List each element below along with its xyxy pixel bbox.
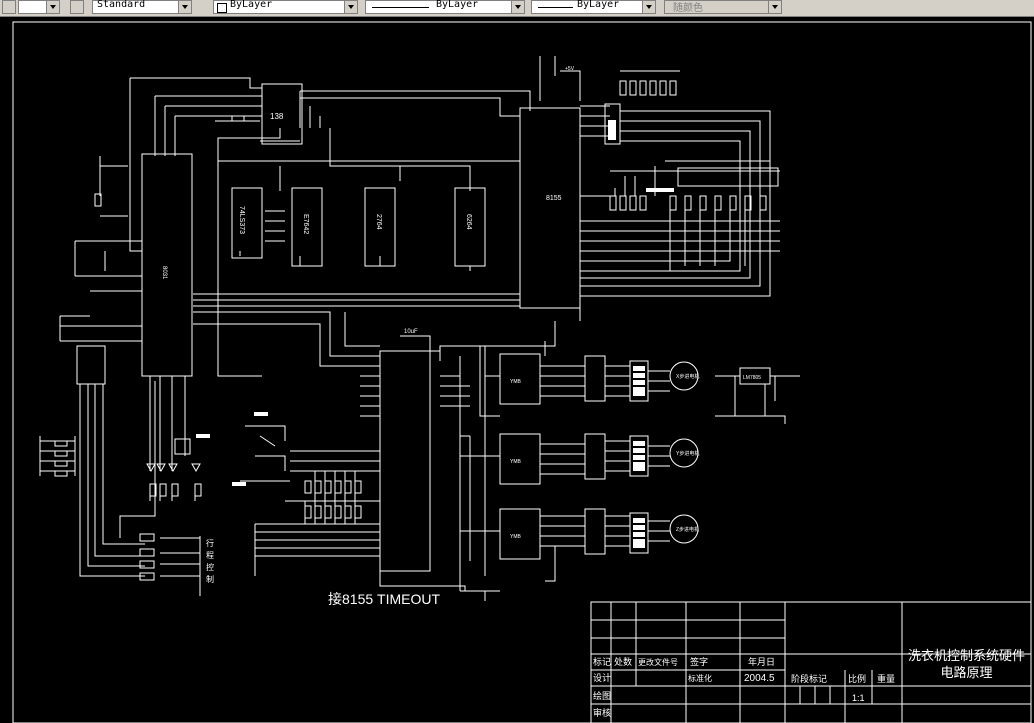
- wires: [39, 56, 800, 601]
- lineweight-preview: [538, 7, 573, 8]
- text-style-dropdown[interactable]: Standard: [92, 0, 192, 14]
- timeout-label: 接8155 TIMEOUT: [328, 591, 440, 607]
- label-8155: 8155: [546, 195, 562, 202]
- row-drawing: 绘图: [593, 690, 611, 701]
- relay: [174, 438, 191, 455]
- label-ymb-2: YMB: [510, 459, 522, 465]
- title-block-text: 标记 处数 更改文件号 签字 年月日 设计 标准化 2004.5 阶段标记 比例…: [593, 656, 895, 718]
- row-design: 设计: [593, 672, 611, 683]
- linetype-preview: [372, 7, 429, 8]
- weight-label: 重量: [877, 673, 895, 684]
- scale-label: 比例: [848, 673, 866, 684]
- header-mark: 标记: [593, 656, 611, 667]
- svg-text:行: 行: [206, 538, 214, 548]
- opto-1: [629, 360, 649, 402]
- chevron-down-icon[interactable]: [344, 1, 357, 13]
- motor-z: [669, 514, 699, 544]
- header-sign: 签字: [690, 656, 708, 667]
- driver-block-1: [584, 355, 606, 402]
- opto-3: [629, 512, 649, 554]
- label-74ls373: 74LS373: [238, 206, 245, 234]
- lineweight-value: ByLayer: [577, 0, 620, 10]
- schematic-drawing: 8031 138 74LS373 E7642 2764 6264 8155 YM…: [12, 21, 1032, 723]
- ic-lm7805: [739, 367, 771, 385]
- row-standard: 标准化: [688, 673, 712, 683]
- ic-reset: [76, 345, 106, 385]
- text-style-value: Standard: [97, 0, 146, 10]
- motor-y: [669, 438, 699, 468]
- row-review: 审核: [593, 707, 611, 718]
- title-wrapper: 洗衣机控制系统硬件电路原理: [907, 649, 1025, 681]
- label-vcc: +5V: [565, 66, 575, 72]
- resistor-array-1: [604, 103, 621, 145]
- drawing-title: 洗衣机控制系统硬件电路原理: [907, 649, 1025, 681]
- label-ymb-3: YMB: [510, 534, 522, 540]
- stage-mark: 阶段标记: [791, 673, 827, 684]
- design-date: 2004.5: [744, 673, 775, 684]
- label-motor-y: Y步进电机: [676, 450, 699, 457]
- label-6264: 6264: [465, 214, 472, 230]
- ic-8031: [141, 153, 193, 377]
- ic-2764-b: [379, 350, 431, 572]
- layer-dropdown[interactable]: ByLayer: [213, 0, 358, 14]
- property-toolbar: Standard ByLayer ByLayer ByLayer 随颜色: [0, 0, 1034, 17]
- plot-style-value: 随颜色: [673, 3, 703, 14]
- title-block-grid: [590, 601, 1032, 723]
- resistor-banks: [54, 70, 767, 519]
- label-138: 138: [270, 112, 284, 121]
- text-style-icon[interactable]: [2, 0, 16, 14]
- ic-ymb-3: [499, 508, 541, 560]
- ic-74ls373: [231, 187, 263, 259]
- linetype-dropdown[interactable]: ByLayer: [365, 0, 525, 14]
- label-motor-z: Z步进电机: [676, 526, 699, 533]
- ic-8155: [519, 107, 581, 309]
- drawing-border: [12, 21, 1032, 723]
- header-date: 年月日: [748, 656, 775, 667]
- led-display: [677, 167, 779, 187]
- header-count: 处数: [614, 656, 632, 667]
- linetype-value: ByLayer: [436, 0, 479, 10]
- label-e7642: E7642: [302, 214, 309, 234]
- ic-e7642: [291, 187, 323, 267]
- svg-text:程: 程: [206, 551, 214, 560]
- ic-138: [261, 83, 303, 145]
- svg-text:控: 控: [206, 562, 214, 572]
- lineweight-dropdown[interactable]: ByLayer: [531, 0, 656, 14]
- driver-block-3: [584, 508, 606, 555]
- header-change-doc: 更改文件号: [638, 657, 678, 667]
- opto-stripes: [633, 371, 645, 539]
- chevron-down-icon[interactable]: [642, 1, 655, 13]
- chevron-down-icon[interactable]: [768, 1, 781, 13]
- ic-2764: [364, 187, 396, 267]
- chevron-down-icon[interactable]: [178, 1, 191, 13]
- plot-style-dropdown[interactable]: 随颜色: [664, 0, 782, 14]
- drawing-canvas[interactable]: 8031 138 74LS373 E7642 2764 6264 8155 YM…: [0, 16, 1034, 723]
- label-8031: 8031: [161, 266, 167, 280]
- label-motor-x: X步进电机: [676, 373, 699, 380]
- dimension-style-icon[interactable]: [70, 0, 84, 14]
- driver-block-2: [584, 433, 606, 480]
- label-ymb-1: YMB: [510, 379, 522, 385]
- chevron-down-icon[interactable]: [46, 1, 59, 13]
- filled-markers: [196, 120, 674, 548]
- ic-ymb-1: [499, 353, 541, 405]
- label-lm7805: LM7805: [743, 375, 761, 381]
- ic-ymb-2: [499, 433, 541, 485]
- text-style-left-dropdown[interactable]: [18, 0, 60, 14]
- schematic-labels: 8031 138 74LS373 E7642 2764 6264 8155 YM…: [161, 66, 761, 607]
- label-cap: 10uF: [404, 329, 418, 335]
- motor-x: [669, 361, 699, 391]
- scale-value: 1:1: [852, 693, 865, 703]
- chevron-down-icon[interactable]: [511, 1, 524, 13]
- opto-2: [629, 435, 649, 477]
- svg-text:制: 制: [206, 574, 214, 584]
- label-2764: 2764: [375, 214, 382, 230]
- ic-6264: [454, 187, 486, 267]
- diodes: [139, 463, 201, 581]
- layer-value: ByLayer: [230, 0, 273, 10]
- ic-bodies: [76, 83, 779, 572]
- layer-color-swatch: [217, 3, 227, 13]
